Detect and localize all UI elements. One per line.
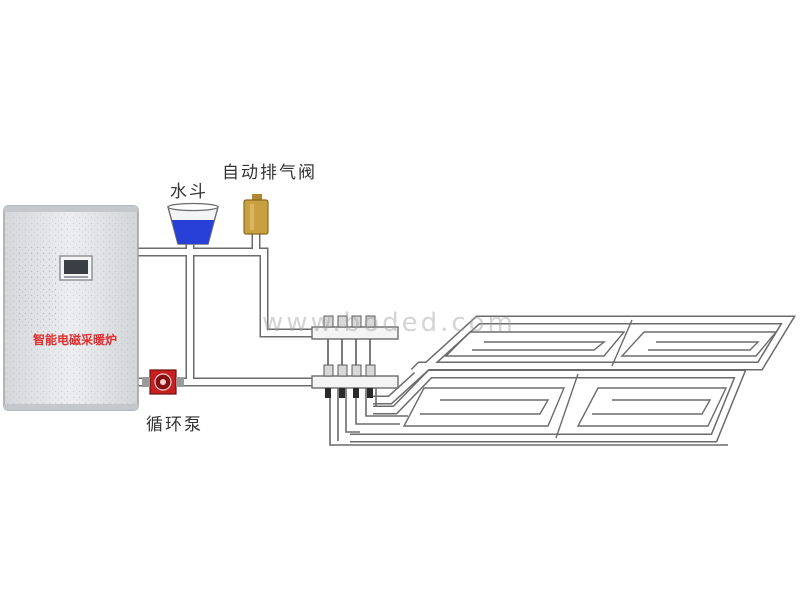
manifold-feed-lines [329, 385, 728, 446]
watermark-text: www.boded.com [262, 308, 516, 338]
lcd-display-icon [59, 255, 93, 281]
supply-pipe [136, 249, 320, 336]
air-vent-valve-icon [243, 194, 269, 235]
floor-heating-loops [329, 315, 797, 446]
hopper-label: 水斗 [170, 182, 208, 202]
loop-front-pipe [350, 371, 745, 441]
manifold-valves-bottom [323, 364, 376, 377]
pipework [136, 232, 320, 387]
circulation-pump-icon [142, 369, 184, 395]
boiler-unit-icon [3, 205, 139, 411]
water-hopper-icon [167, 202, 219, 245]
manifold-valves-top [323, 315, 376, 328]
floor-loop-front [350, 369, 747, 443]
manifold-icon [311, 315, 399, 398]
pump-label: 循环泵 [146, 415, 203, 435]
floor-loop-back [373, 315, 797, 405]
loop-back-pipe [373, 317, 794, 403]
boiler-label: 智能电磁采暖炉 [32, 333, 117, 347]
vent-label: 自动排气阀 [222, 163, 317, 183]
